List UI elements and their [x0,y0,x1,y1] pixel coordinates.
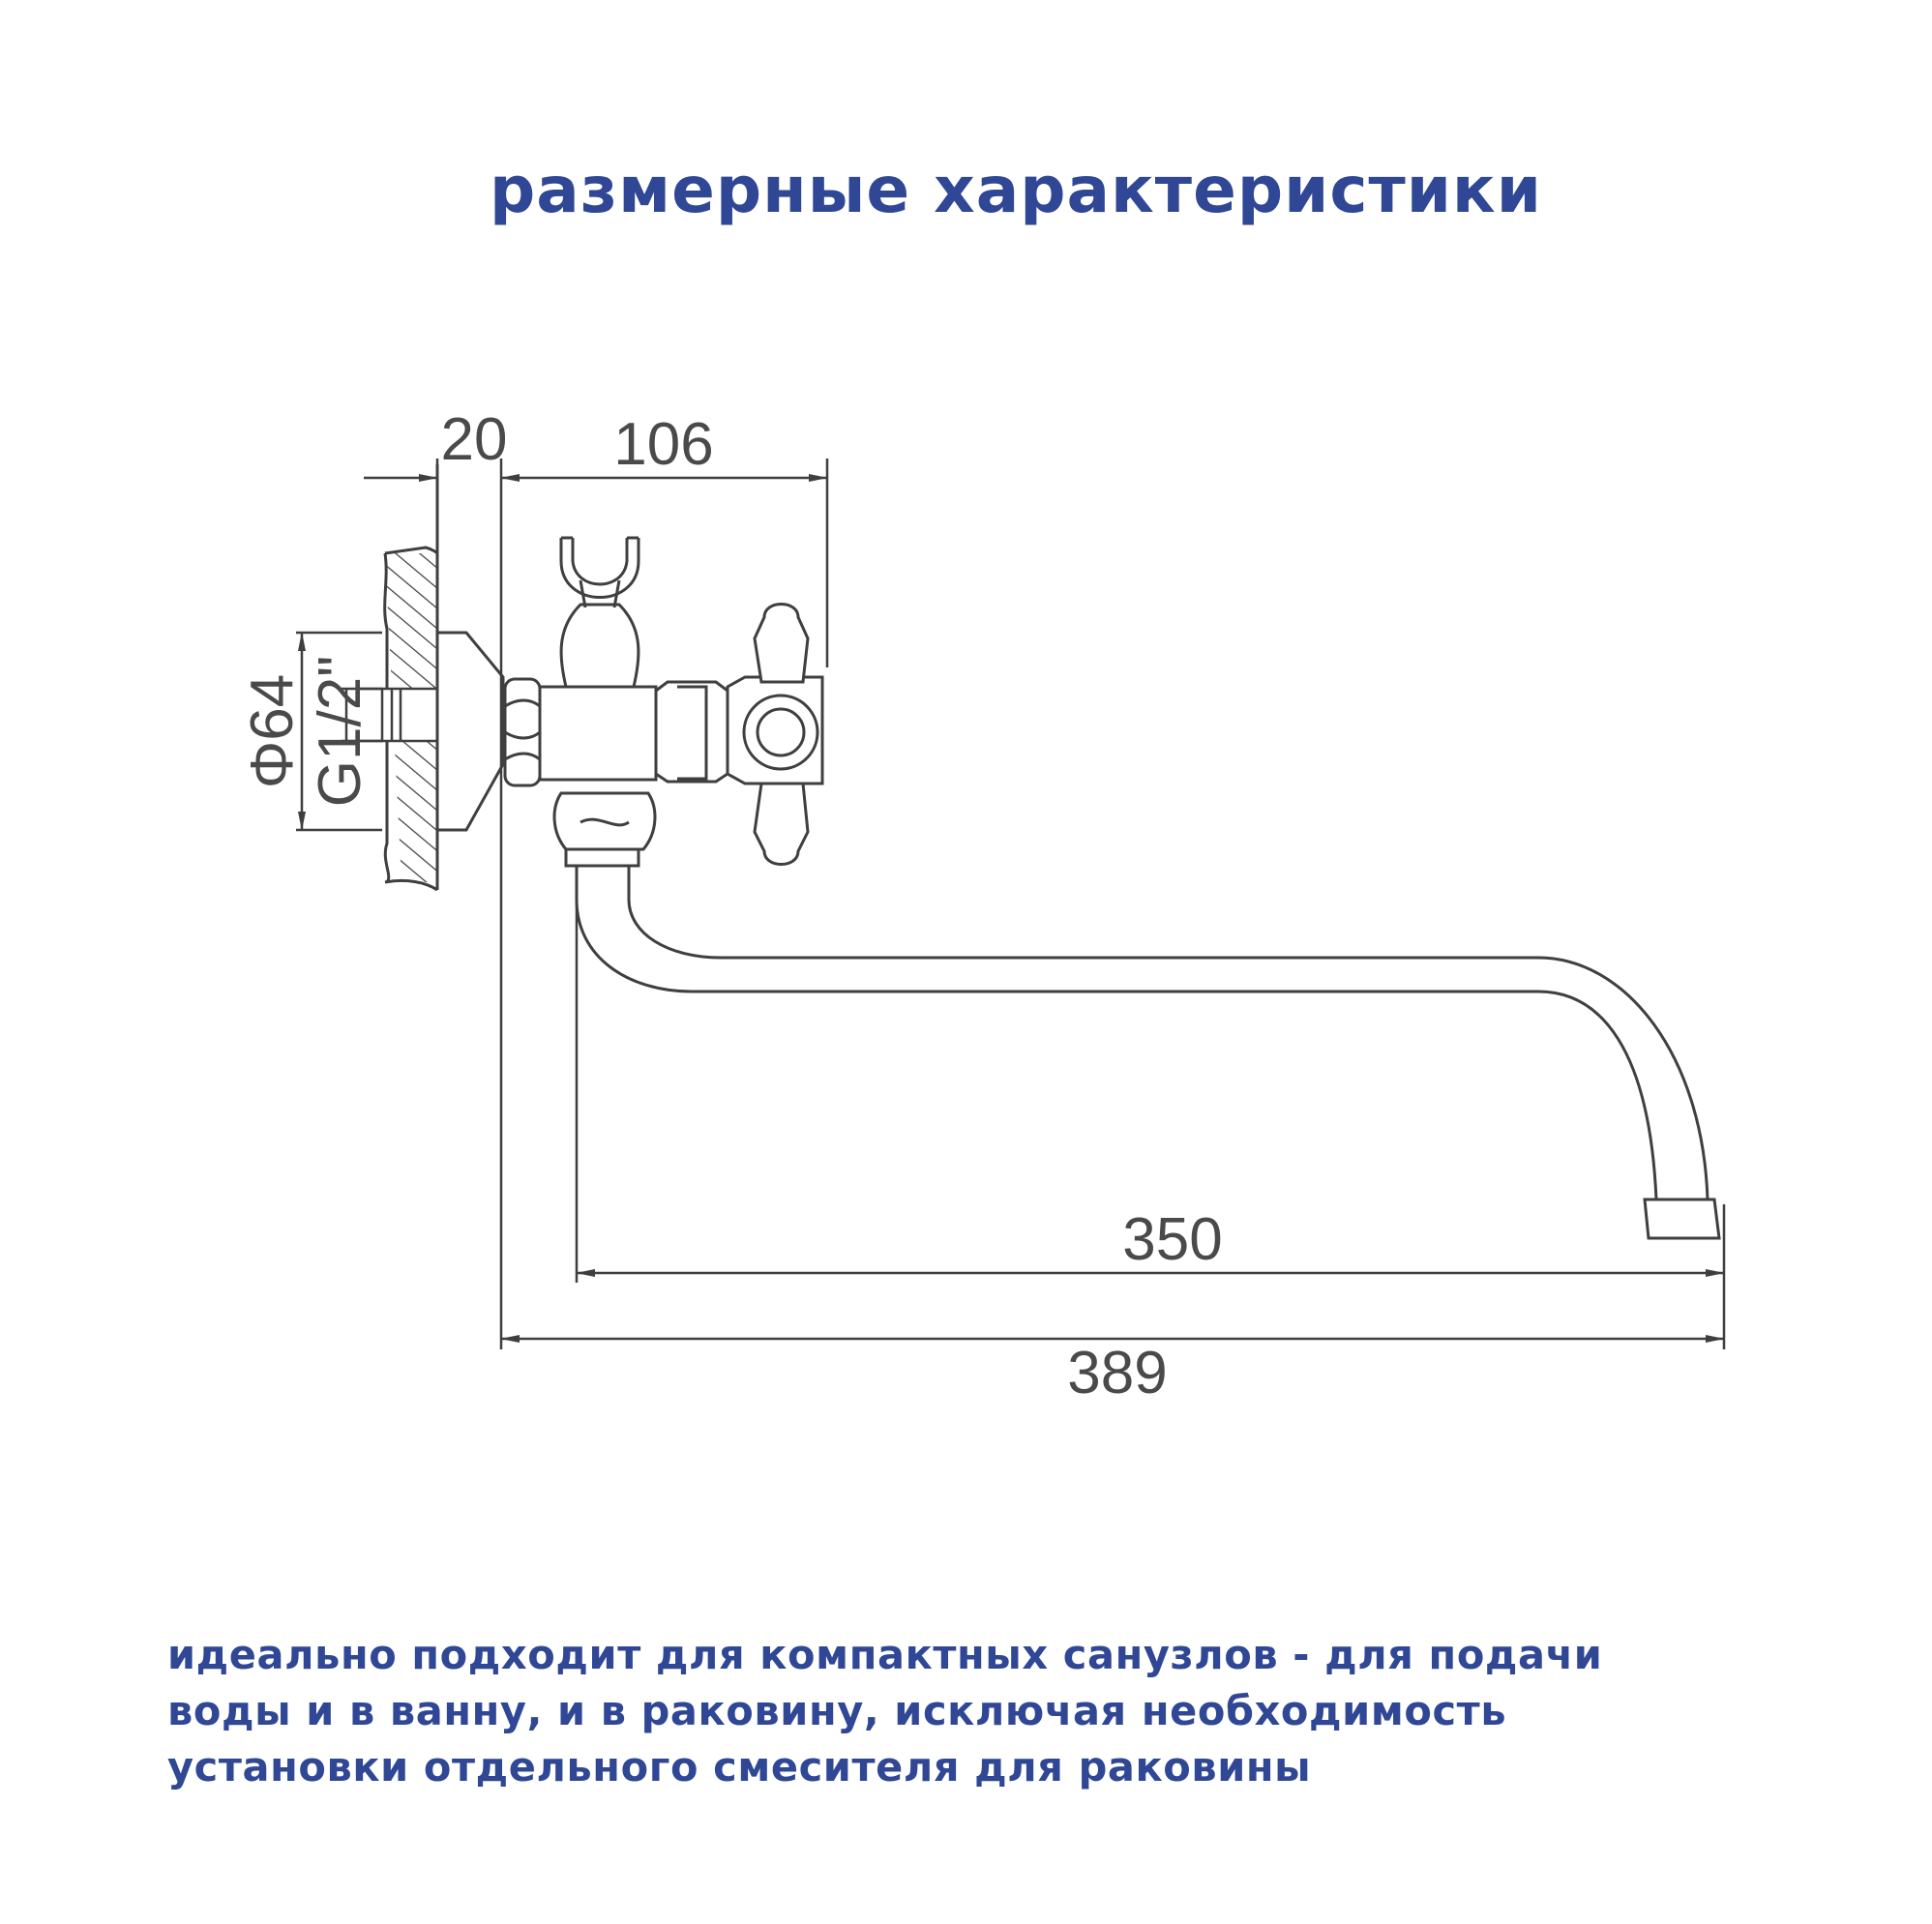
connection-nut [503,677,542,787]
dimension-wall-depth: 20 [441,406,508,473]
description-line: установки отдельного смесителя для раков… [167,1743,1312,1791]
dimension-body-depth: 106 [613,411,713,478]
mixer-body [538,536,658,782]
product-description: идеально подходит для компактных санузло… [167,1627,1909,1795]
thread-stub [358,687,447,743]
dimension-spout-reach: 350 [1122,1206,1222,1273]
dimension-total-length: 389 [1067,1340,1167,1406]
spout-base [552,791,657,868]
page-title: размерные характеристики [490,153,1542,227]
extension-lines [296,459,1726,1349]
description-line: воды и в ванну, и в раковину, исключая н… [167,1687,1507,1734]
wall-section [383,464,439,892]
wall-flange [435,631,505,832]
dimension-flange-diameter: Φ64 [239,674,306,788]
cross-handle [726,603,824,866]
spout-pipe [575,866,1721,1240]
dimension-lines [298,474,1725,1343]
valve-connector [654,680,729,784]
description-line: идеально подходит для компактных санузло… [167,1631,1603,1678]
dimension-thread: G1/2" [307,656,373,807]
